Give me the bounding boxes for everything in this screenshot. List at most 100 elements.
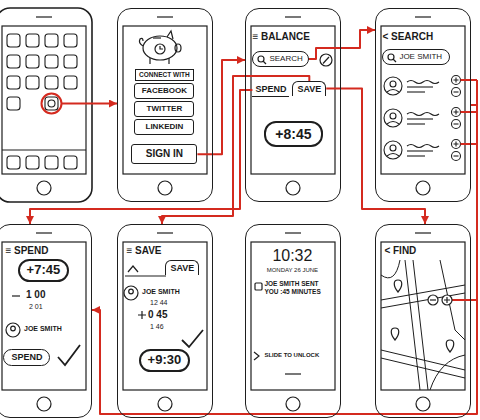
edit-button (320, 54, 332, 66)
avatar-body (387, 90, 399, 93)
avatar-head (390, 113, 396, 119)
dock-line (2, 149, 86, 150)
screen-text: MONDAY 26 JUNE (267, 267, 318, 274)
message-icon (255, 283, 262, 290)
add-button (452, 140, 461, 149)
earpiece (415, 232, 431, 233)
flow-arrow (309, 30, 375, 59)
contact-rows (384, 76, 461, 161)
screen-text: SLIDE TO UNLOCK (264, 352, 319, 359)
home-button (286, 397, 300, 411)
piggy-snout (175, 44, 181, 52)
screen-text: 10:32 (272, 247, 312, 265)
app-icon (7, 34, 20, 47)
home-button (416, 397, 430, 411)
tab-baseline (125, 275, 166, 276)
remove-button (452, 120, 461, 129)
piggy-leg (168, 58, 169, 64)
app-icon (26, 55, 39, 68)
avatar (384, 77, 402, 95)
value-label: 2 01 (29, 303, 43, 311)
home-button (416, 181, 430, 195)
avatar (6, 323, 20, 337)
app-icon (45, 55, 58, 68)
coin-slot (153, 37, 161, 38)
flow-stub (452, 299, 477, 301)
map-pin (391, 328, 399, 340)
app-icon (7, 55, 20, 68)
button-label: SAVE (297, 84, 321, 94)
piggy-leg (149, 58, 150, 64)
earpiece (36, 16, 52, 17)
home-button (158, 181, 172, 195)
spend-tab: SPEND (252, 83, 289, 96)
street (440, 260, 465, 340)
dock-icon (7, 156, 20, 169)
button-label: +7:45 (27, 263, 61, 278)
screen-text: JOE SMITH SENT YOU :45 MINUTES (264, 280, 330, 295)
app-icon (64, 55, 77, 68)
scribble (407, 145, 439, 148)
minus-sign (454, 91, 459, 92)
value-label: 1 46 (150, 323, 164, 331)
minus-sign (12, 295, 20, 296)
avatar-head (129, 289, 134, 294)
earpiece (157, 232, 173, 233)
piggy-body (143, 36, 177, 60)
plus-sign (454, 78, 459, 83)
app-icon (26, 34, 39, 47)
phone-screen (123, 26, 207, 174)
home-button (37, 181, 51, 195)
spend-timer: +7:45 (18, 259, 70, 282)
screen-text: ≡ BALANCE (252, 31, 310, 43)
plus-sign (138, 311, 146, 319)
spend-button: SPEND (3, 349, 50, 365)
home-button (158, 397, 172, 411)
save-tab: SAVE (165, 260, 199, 274)
highlight-circle (42, 94, 62, 114)
twitter-button: TWITTER (134, 101, 194, 116)
avatar-body (387, 122, 399, 125)
button-label: JOE SMITH (399, 52, 442, 61)
lock-screen: 10:32MONDAY 26 JUNE JOE SMITH SENT YOU :4… (245, 224, 341, 418)
flow-stub (461, 111, 478, 113)
save-screen: SAVE+9:30≡ SAVE (117, 224, 213, 418)
add-button (452, 108, 461, 117)
minus-sign (454, 123, 459, 124)
street (381, 293, 465, 308)
button-label: SEARCH (269, 54, 302, 63)
dock-icon (64, 156, 77, 169)
remove-button (452, 152, 461, 161)
slide-handle (285, 373, 301, 374)
earpiece (36, 232, 52, 233)
app-icon (64, 76, 77, 89)
home-button (286, 181, 300, 195)
plus-sign (454, 142, 459, 147)
phone-screen (2, 242, 86, 390)
save-tab: SAVE (292, 81, 326, 95)
earpiece (285, 16, 301, 17)
app-icon (45, 97, 58, 110)
value-label: 1 00 (26, 289, 45, 301)
app-icon (7, 97, 20, 110)
app-icon (26, 76, 39, 89)
app-icon (64, 34, 77, 47)
piggy-tail (139, 38, 143, 46)
street (381, 260, 400, 278)
search-field: JOE SMITH (382, 49, 450, 64)
clock-glyph (48, 100, 55, 107)
street (381, 358, 465, 378)
value-label: JOE SMITH (24, 325, 62, 333)
linkedin-button: LINKEDIN (134, 119, 194, 134)
value-label: JOE SMITH (142, 288, 180, 296)
street (413, 260, 428, 390)
button-label: +9:30 (148, 353, 182, 368)
balance-screen: SEARCHSPENDSAVE+8:45≡ BALANCE (245, 8, 341, 202)
avatar (384, 109, 402, 127)
phone-frame (0, 8, 92, 202)
button-label: FACEBOOK (139, 86, 189, 95)
screen-text: CONNECT WITH (135, 69, 194, 80)
